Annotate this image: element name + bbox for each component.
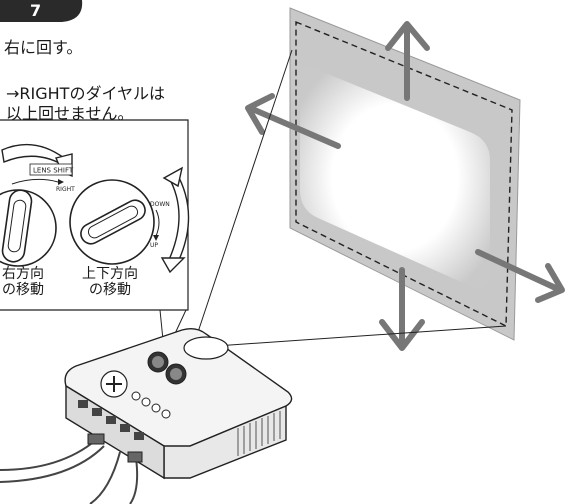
screen-image bbox=[300, 66, 490, 289]
instruction-line-2: →RIGHTのダイヤルは bbox=[6, 84, 165, 103]
shift-direction-arrow-icon bbox=[245, 93, 341, 149]
vertical-dial-caption-line-2: の移動 bbox=[89, 282, 131, 298]
projected-screen bbox=[289, 7, 521, 341]
lens bbox=[183, 336, 229, 360]
up-label: UP bbox=[150, 242, 158, 249]
cables bbox=[0, 433, 143, 504]
instruction-line-3: 以上回せません。 bbox=[6, 104, 134, 123]
vent-grille bbox=[237, 411, 281, 456]
up-down-indicator: DOWN UP bbox=[150, 201, 170, 249]
projector bbox=[0, 327, 293, 504]
right-indicator: RIGHT bbox=[11, 178, 75, 193]
io-ports bbox=[78, 400, 144, 440]
horizontal-dial-caption-line-1: 右方向 bbox=[2, 266, 44, 282]
instruction-line-1: 右に回す。 bbox=[4, 38, 83, 57]
step-badge: 7 bbox=[0, 0, 83, 22]
projection-lines bbox=[159, 49, 507, 347]
vertical-dial bbox=[69, 179, 155, 265]
vertical-dial-caption-line-1: 上下方向 bbox=[82, 266, 138, 282]
horizontal-dial bbox=[0, 189, 57, 267]
dial-rotation-arrow-icon bbox=[160, 166, 190, 274]
lens-shift-label-box: LENS SHIFT bbox=[29, 163, 74, 176]
right-label: RIGHT bbox=[56, 186, 75, 193]
vertical-dial-caption: 上下方向 の移動 bbox=[82, 266, 138, 298]
control-panel bbox=[100, 370, 171, 419]
step-badge-number: 7 bbox=[30, 1, 41, 20]
horizontal-dial-caption: 右方向 の移動 bbox=[2, 266, 44, 298]
lens-shift-label: LENS SHIFT bbox=[33, 167, 74, 175]
dashed-border bbox=[295, 20, 513, 328]
down-label: DOWN bbox=[150, 201, 170, 208]
lens-shift-dials-on-projector bbox=[147, 351, 187, 385]
shift-direction-arrow-icon bbox=[475, 249, 565, 303]
horizontal-dial-caption-line-2: の移動 bbox=[2, 282, 44, 298]
shift-direction-arrow-icon bbox=[385, 21, 430, 101]
